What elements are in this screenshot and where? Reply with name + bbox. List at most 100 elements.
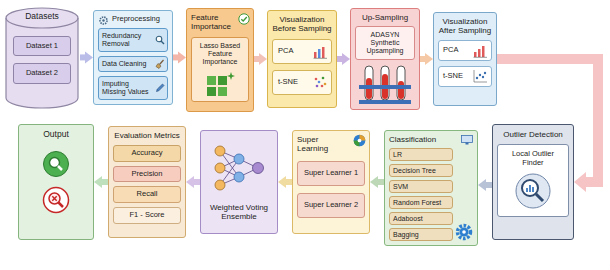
stage-title: Datasets bbox=[8, 12, 76, 22]
stage-panel: DatasetsDataset 1 Dataset 2 bbox=[4, 6, 80, 110]
step-box: Lasso Based Feature Importance bbox=[191, 37, 249, 101]
flow-arrow bbox=[478, 179, 492, 191]
flow-arrow bbox=[80, 51, 93, 63]
stage-panel: PreprocessingRedundancy Removal Data Cle… bbox=[93, 10, 173, 105]
step-box: SVM bbox=[389, 180, 453, 193]
step-label: PCA bbox=[278, 47, 311, 56]
broom-icon bbox=[155, 59, 165, 69]
flow-arrow bbox=[254, 53, 267, 65]
arrow-head bbox=[342, 53, 350, 65]
step-label: Adaboost bbox=[393, 215, 449, 223]
step-box: Bagging bbox=[389, 228, 453, 241]
step-label: Redundancy Removal bbox=[102, 32, 153, 48]
step-label: Lasso Based Feature Importance bbox=[195, 42, 245, 66]
arrow-head bbox=[85, 51, 93, 63]
step-box: t-SNE bbox=[438, 66, 492, 87]
step-box: F1 - Score bbox=[113, 207, 181, 224]
stage-title: Up-Sampling bbox=[355, 13, 415, 22]
failure-icon bbox=[42, 186, 70, 214]
stage-panel: Evaluation MetricsAccuracyPrecisionRecal… bbox=[108, 126, 186, 238]
step-label: SVM bbox=[393, 183, 449, 191]
gear-icon bbox=[454, 222, 474, 242]
stage-panel: Visualization After SamplingPCA t-SNE bbox=[433, 12, 497, 106]
arrow-shaft bbox=[337, 56, 342, 62]
step-label: Data Cleaning bbox=[102, 60, 153, 68]
stage-panel: Weighted Voting Ensemble bbox=[200, 130, 278, 234]
stage-panel: Visualization Before SamplingPCA t-SNE bbox=[267, 10, 337, 108]
step-box: Redundancy Removal bbox=[98, 28, 168, 52]
step-box: Decision Tree bbox=[389, 164, 453, 177]
monitor-icon bbox=[461, 135, 473, 145]
check-icon bbox=[238, 13, 250, 25]
flow-arrow bbox=[186, 176, 200, 188]
globe-icon bbox=[353, 134, 366, 147]
stage-panel: Outlier DetectionLocal Outlier Finder bbox=[492, 124, 574, 240]
feature-squares bbox=[205, 71, 235, 97]
arrow-head bbox=[178, 51, 186, 63]
step-label: t-SNE bbox=[443, 72, 472, 81]
flow-arrow bbox=[420, 53, 433, 65]
arrow-shaft bbox=[80, 54, 85, 60]
stage-panel: Output bbox=[18, 124, 94, 240]
step-label: Imputing Missing Values bbox=[102, 80, 153, 96]
database-cylinder bbox=[4, 6, 80, 110]
neural-network bbox=[210, 141, 268, 195]
flow-arrow bbox=[370, 176, 384, 188]
step-box: LR bbox=[389, 148, 453, 161]
step-box: Dataset 2 bbox=[13, 63, 71, 84]
step-label: F1 - Score bbox=[117, 211, 177, 220]
arrow-head bbox=[478, 179, 486, 191]
step-label: ADASYN Synthetic Upsampling bbox=[359, 31, 411, 55]
step-label: Super Learner 1 bbox=[301, 169, 361, 178]
success-icon bbox=[42, 150, 70, 178]
step-label: Accuracy bbox=[117, 149, 177, 158]
scatter-icon bbox=[313, 75, 328, 89]
step-box: Adaboost bbox=[389, 212, 453, 225]
stage-panel: ClassificationLRDecision TreeSVMRandom F… bbox=[384, 130, 478, 246]
arrow-head bbox=[94, 176, 102, 188]
step-box: Recall bbox=[113, 186, 181, 203]
stage-panel: Super LearningSuper Learner 1Super Learn… bbox=[292, 130, 370, 234]
step-box: PCA bbox=[272, 39, 332, 64]
step-label: Precision bbox=[117, 170, 177, 179]
arrow-head bbox=[186, 176, 194, 188]
gear-icon bbox=[98, 15, 109, 26]
arrow-shaft bbox=[420, 56, 425, 62]
step-box: PCA bbox=[438, 40, 492, 61]
step-label: LR bbox=[393, 151, 449, 159]
arrow-head bbox=[259, 53, 267, 65]
stage-title: Outlier Detection bbox=[497, 130, 569, 139]
bar-chart-icon bbox=[473, 44, 488, 58]
step-label: Recall bbox=[117, 190, 177, 199]
flow-arrow bbox=[94, 176, 108, 188]
step-label: Bagging bbox=[393, 231, 449, 239]
step-box: t-SNE bbox=[272, 70, 332, 95]
step-box: Super Learner 1 bbox=[297, 161, 365, 186]
flow-arrow bbox=[173, 51, 186, 63]
step-box: Precision bbox=[113, 166, 181, 183]
stage-title: Visualization After Sampling bbox=[438, 17, 492, 35]
step-box: Super Learner 2 bbox=[297, 193, 365, 218]
step-label: Random Forest bbox=[393, 199, 449, 207]
arrow-shaft bbox=[173, 54, 178, 60]
stage-title: Visualization Before Sampling bbox=[272, 15, 332, 33]
step-label: PCA bbox=[443, 46, 472, 55]
step-label: Dataset 2 bbox=[17, 69, 67, 78]
step-label: Super Learner 2 bbox=[301, 201, 361, 210]
step-label: Local Outlier Finder bbox=[501, 150, 565, 167]
magnifier-icon bbox=[515, 173, 551, 209]
test-tubes bbox=[358, 65, 412, 105]
arrow-head bbox=[370, 176, 378, 188]
bar-chart-icon bbox=[313, 45, 328, 59]
arrow-head bbox=[574, 172, 586, 192]
arrow-head bbox=[425, 53, 433, 65]
stage-panel: Up-SamplingADASYN Synthetic Upsampling bbox=[350, 8, 420, 110]
step-box: ADASYN Synthetic Upsampling bbox=[355, 26, 415, 60]
flow-arrow bbox=[337, 53, 350, 65]
arrow-head bbox=[278, 176, 286, 188]
search-icon bbox=[155, 35, 165, 45]
step-label: Dataset 1 bbox=[17, 42, 67, 51]
step-box: Imputing Missing Values bbox=[98, 76, 168, 100]
stage-title: Feature Importance bbox=[191, 13, 249, 31]
